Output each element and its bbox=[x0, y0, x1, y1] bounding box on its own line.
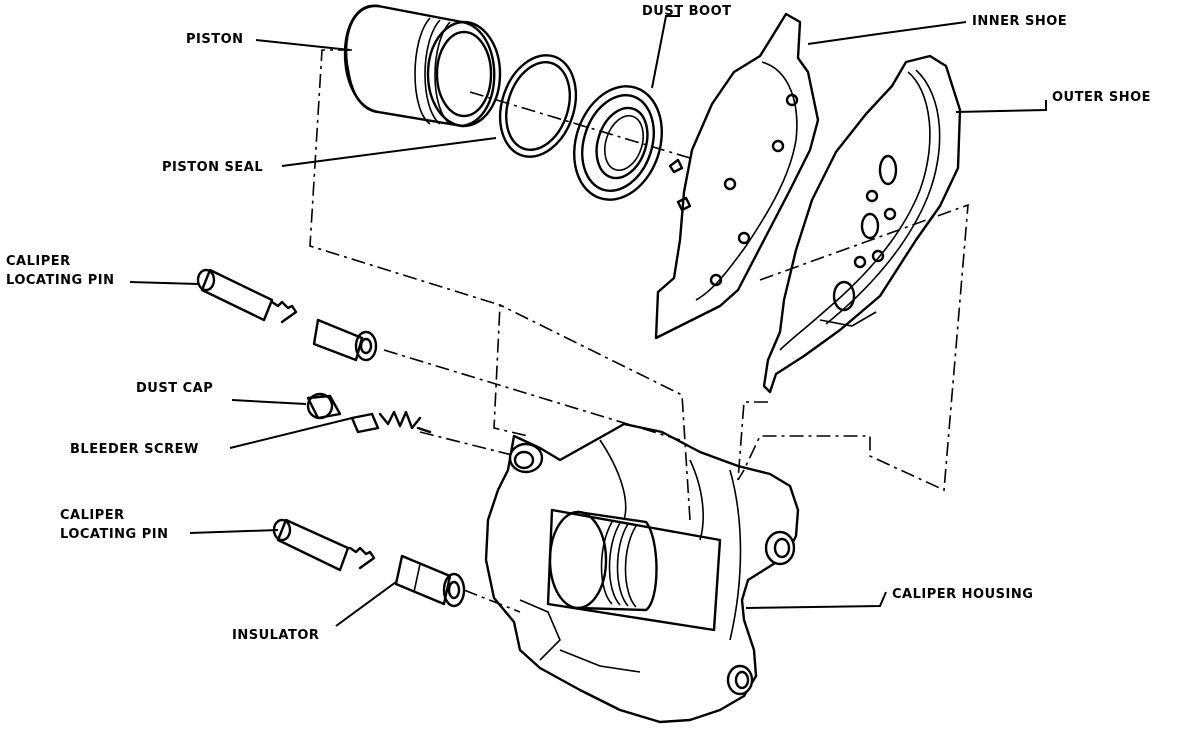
dust-cap-part bbox=[306, 392, 342, 420]
dust-boot-label: DUST BOOT bbox=[642, 4, 732, 19]
piston-part bbox=[343, 4, 502, 128]
caliper-locating-pin-bottom-label-line2: LOCATING PIN bbox=[60, 527, 169, 542]
caliper-housing-label: CALIPER HOUSING bbox=[892, 587, 1034, 602]
alignment-lines bbox=[309, 49, 969, 613]
upper-locating-pin-part bbox=[196, 268, 378, 362]
piston-seal-label: PISTON SEAL bbox=[162, 160, 264, 175]
outer-shoe-label: OUTER SHOE bbox=[1052, 90, 1152, 105]
caliper-housing-part bbox=[484, 422, 800, 724]
outer-shoe-part bbox=[762, 54, 962, 394]
caliper-locating-pin-bottom-label-line1: CALIPER bbox=[60, 508, 125, 523]
piston-seal-part bbox=[498, 54, 578, 158]
caliper-locating-pin-top-label-line1: CALIPER bbox=[6, 254, 71, 269]
insulator-part bbox=[394, 554, 466, 608]
dust-cap-label: DUST CAP bbox=[136, 381, 214, 396]
caliper-locating-pin-top-label-line2: LOCATING PIN bbox=[6, 273, 115, 288]
inner-shoe-label: INNER SHOE bbox=[972, 14, 1068, 29]
bleeder-screw-label: BLEEDER SCREW bbox=[70, 442, 199, 457]
bleeder-screw-part bbox=[350, 410, 432, 434]
inner-shoe-part bbox=[654, 12, 820, 340]
leader-lines bbox=[129, 15, 1047, 627]
insulator-label: INSULATOR bbox=[232, 628, 320, 643]
dust-boot-part bbox=[573, 85, 663, 201]
lower-locating-pin-part bbox=[272, 518, 376, 572]
piston-label: PISTON bbox=[186, 32, 244, 47]
